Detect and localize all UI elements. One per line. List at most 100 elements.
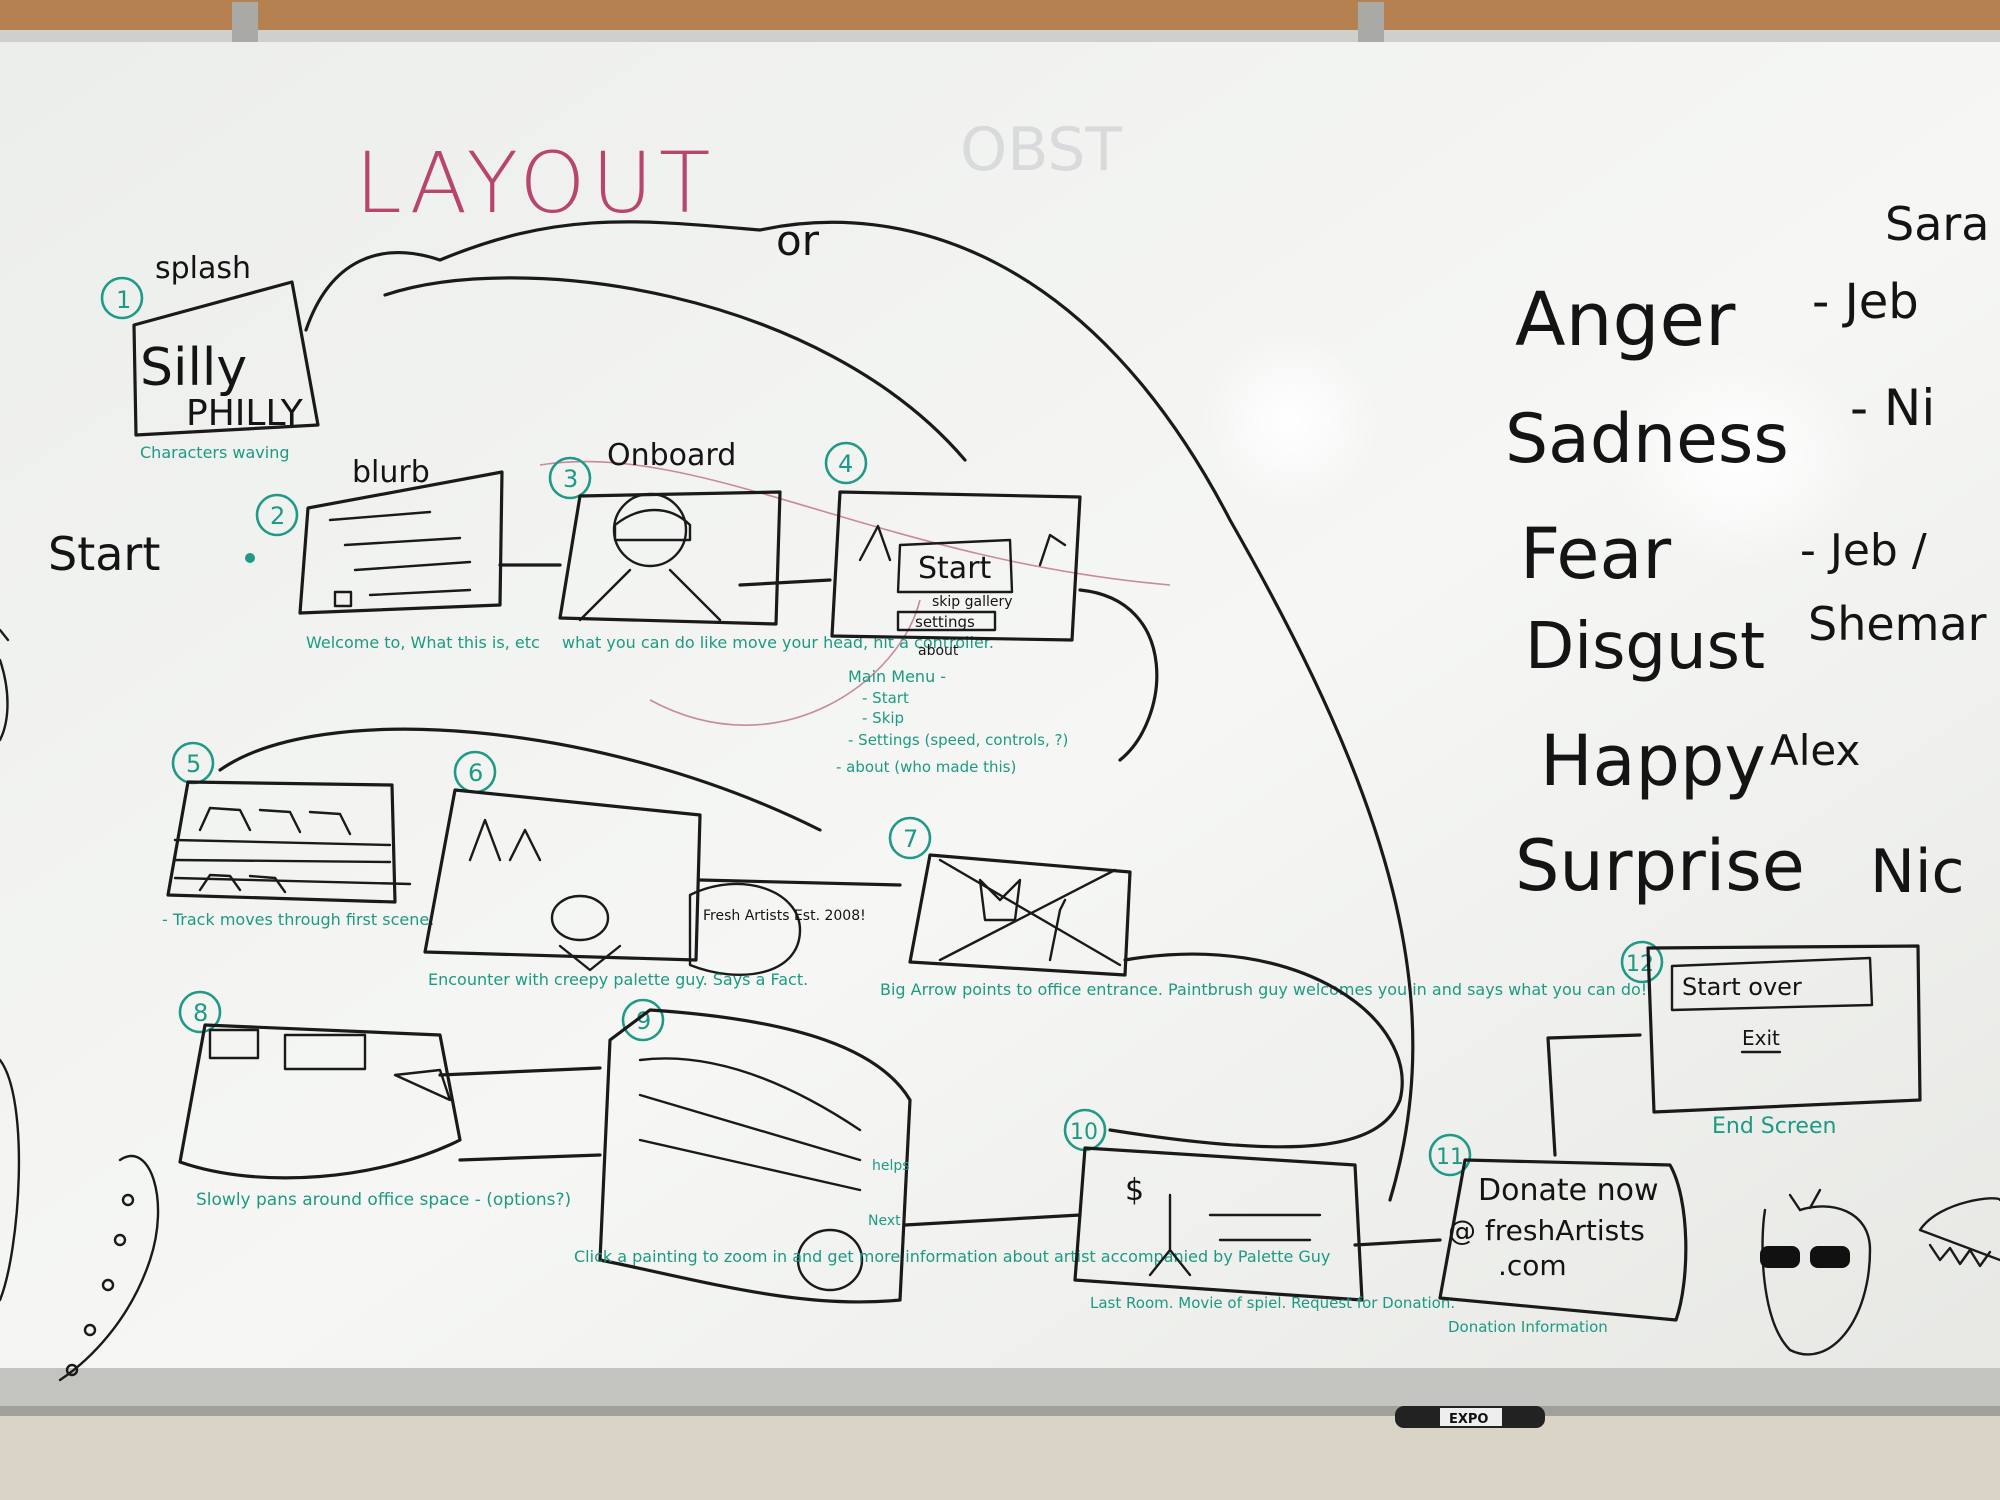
marker-label: EXPO xyxy=(1449,1412,1488,1427)
frame-4-settings-label: settings xyxy=(915,613,975,631)
frame-1-splash: 1 splash Silly PHILLY Characters waving xyxy=(100,251,320,462)
frame-4-skip-label: skip gallery xyxy=(932,594,1013,610)
crocodile-doodle xyxy=(1918,1197,2000,1268)
frame-10-movie-screen xyxy=(1208,1213,1322,1242)
cork-strip xyxy=(0,0,2000,30)
emotion-fear: Fear xyxy=(1520,513,1671,595)
assignee-surprise: Nic xyxy=(1870,837,1965,907)
frame-8-note: Slowly pans around office space - (optio… xyxy=(196,1190,571,1210)
connector-5-top-arc xyxy=(218,727,822,832)
wall-bottom xyxy=(0,1416,2000,1500)
frame-6-bubble-text: Fresh Artists Est. 2008! xyxy=(703,908,866,924)
frame-4-menu-item-skip: - Skip xyxy=(862,709,904,727)
frame-7-number: 7 xyxy=(903,825,918,853)
frame-3-box xyxy=(558,490,782,626)
frame-5-top-teeth xyxy=(198,806,352,836)
frame-6-note: Encounter with creepy palette guy. Says … xyxy=(428,970,808,989)
emotion-surprise: Surprise xyxy=(1515,825,1805,907)
bird-head xyxy=(1761,1205,1872,1356)
frame-11-line2: @ freshArtists xyxy=(1448,1214,1645,1247)
frame-10-number: 10 xyxy=(1070,1120,1098,1145)
frame-4-settings-button xyxy=(896,610,997,632)
frame-2-text-lines xyxy=(328,510,472,597)
frame-4-box xyxy=(830,490,1082,642)
frame-4-about-label: about xyxy=(918,643,959,659)
connector-9-10 xyxy=(903,1213,1082,1227)
frame-6-number: 6 xyxy=(468,759,483,787)
frame-11-box xyxy=(1438,1158,1688,1322)
connector-8-9 xyxy=(438,1066,602,1162)
frame-6-box xyxy=(423,788,702,962)
frame-2-checkbox xyxy=(333,590,353,608)
marker-label-band xyxy=(1440,1408,1502,1426)
frame-4-sketch xyxy=(858,524,1067,567)
blue-edge-marks xyxy=(0,628,10,742)
frame-4-start-button xyxy=(896,538,1014,594)
frame-3-onboard: 3 Onboard what you can do like move your… xyxy=(548,438,994,652)
expo-marker[interactable]: EXPO xyxy=(1395,1406,1545,1428)
frame-2-blurb: 2 blurb Welcome to, What this is, etc xyxy=(255,455,540,652)
frame-2-number-circle xyxy=(255,493,299,537)
frame-8-box xyxy=(178,1023,462,1180)
frame-2-number: 2 xyxy=(270,502,285,530)
frame-5-bottom-teeth xyxy=(198,873,287,894)
connector-10-11 xyxy=(1353,1238,1442,1247)
assignee-anger: - Jeb xyxy=(1812,274,1919,330)
sunglasses-left xyxy=(1760,1246,1800,1268)
start-label: Start xyxy=(48,527,160,581)
frame-12-end-screen: 12 Start over Exit End Screen xyxy=(1620,940,1922,1139)
frame-12-start-over-label: Start over xyxy=(1682,973,1802,1001)
frame-5-number: 5 xyxy=(186,750,201,778)
frame-1-logo-line1: Silly xyxy=(140,338,247,398)
frame-7-big-arrow: 7 Big Arrow points to office entrance. P… xyxy=(880,816,1647,999)
frame-5-note: - Track moves through first scene. xyxy=(162,910,434,929)
start-dot xyxy=(245,553,255,563)
frame-4-main-menu: 4 Start skip gallery settings about Main… xyxy=(824,441,1082,776)
frame-4-menu-title: Main Menu - xyxy=(848,667,946,686)
light-glare xyxy=(1200,330,1380,510)
emotion-happy: Happy xyxy=(1540,720,1766,802)
clip-left xyxy=(232,2,258,48)
frame-4-number: 4 xyxy=(838,450,853,478)
frame-8-painting-2 xyxy=(283,1033,367,1071)
connector-3-4 xyxy=(738,578,832,587)
frame-10-last-room: 10 $ Last Room. Movie of spiel. Request … xyxy=(1063,1108,1455,1312)
frame-7-box xyxy=(908,853,1132,977)
frame-3-number: 3 xyxy=(563,465,578,493)
maroon-faint-line xyxy=(539,460,1171,586)
assignee-fear: - Jeb / xyxy=(1800,525,1927,576)
clip-right xyxy=(1358,2,1384,42)
frame-11-note: Donation Information xyxy=(1448,1318,1608,1336)
frame-3-vr-headset xyxy=(613,508,692,542)
frame-4-start-label: Start xyxy=(918,551,992,586)
frame-3-number-circle xyxy=(548,456,592,500)
emotions-header: Sara xyxy=(1885,197,1990,251)
frame-1-box xyxy=(132,280,320,437)
frame-7-note: Big Arrow points to office entrance. Pai… xyxy=(880,980,1647,999)
frame-9-note: Click a painting to zoom in and get more… xyxy=(574,1247,1330,1266)
frame-8-painting-3 xyxy=(393,1068,452,1102)
frame-1-number: 1 xyxy=(116,286,131,314)
frame-9-zoom-painting: 9 helps Next Click a painting to zoom in… xyxy=(574,998,1330,1304)
frame-4-menu-item-settings: - Settings (speed, controls, ?) xyxy=(848,731,1068,749)
frame-7-cross-lines xyxy=(938,858,1122,967)
frame-4-number-circle xyxy=(824,441,868,485)
whiteboard-surface xyxy=(0,42,2000,1372)
connector-4-loop xyxy=(1078,588,1159,762)
frame-12-note: End Screen xyxy=(1712,1114,1836,1139)
frame-1-note: Characters waving xyxy=(140,443,290,462)
frame-1-logo-line2: PHILLY xyxy=(186,393,304,434)
tentacle-sucker-2 xyxy=(113,1233,127,1247)
frame-12-box xyxy=(1646,944,1922,1114)
frame-6-palette-body xyxy=(558,944,622,972)
frame-9-number: 9 xyxy=(636,1007,651,1035)
frame-8-number: 8 xyxy=(193,999,208,1027)
frame-6-palette-guy: 6 Fresh Artists Est. 2008! Encounter wit… xyxy=(423,750,866,989)
frame-8-office-pan: 8 Slowly pans around office space - (opt… xyxy=(178,990,571,1210)
frame-9-box xyxy=(598,1008,912,1304)
sunglasses-right xyxy=(1810,1246,1850,1268)
frame-10-box xyxy=(1073,1146,1364,1302)
connector-6-7 xyxy=(698,878,902,887)
erased-ghost-text: OBST xyxy=(960,115,1122,185)
